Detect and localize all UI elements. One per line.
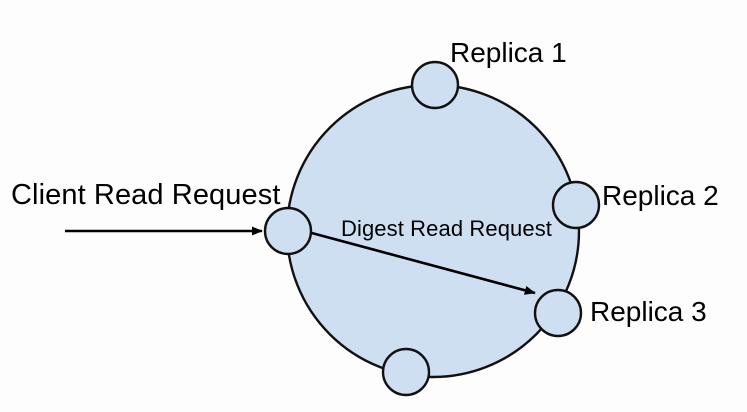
node-replica-2[interactable] [551, 180, 601, 230]
node-coordinator[interactable] [263, 206, 313, 256]
replica-2-label: Replica 2 [602, 180, 719, 211]
replica-3-label: Replica 3 [590, 296, 707, 327]
node-replica-3[interactable] [533, 288, 583, 338]
node-bottom[interactable] [381, 347, 431, 397]
client-read-request-label: Client Read Request [11, 179, 281, 211]
digest-read-request-arrow [307, 230, 536, 295]
digest-read-request-label: Digest Read Request [341, 216, 553, 241]
node-replica-1[interactable] [410, 60, 460, 110]
replica-1-label: Replica 1 [450, 37, 567, 68]
